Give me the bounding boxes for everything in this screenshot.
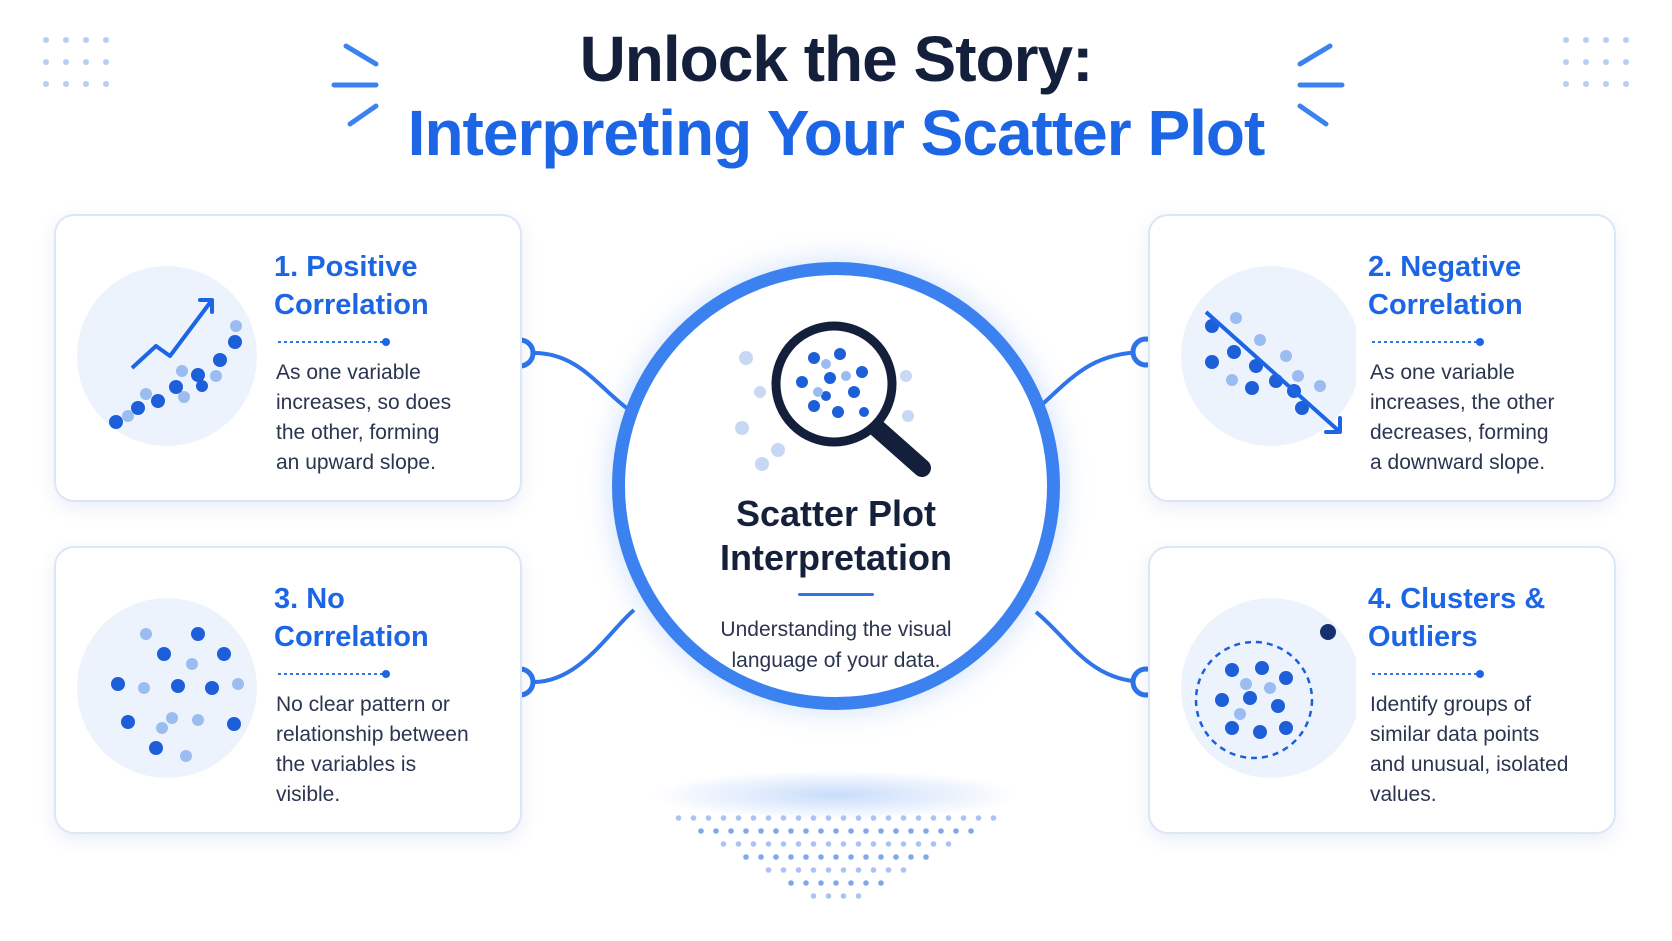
card-divider — [1372, 338, 1484, 346]
hub-divider — [798, 593, 874, 596]
card-description: As one variable increases, so does the o… — [276, 361, 452, 474]
card-clusters-outliers: 4. Clusters & Outliers Identify groups o… — [1148, 546, 1616, 834]
page-subtitle: Interpreting Your Scatter Plot — [407, 97, 1266, 169]
card-title-line2: Correlation — [274, 289, 429, 321]
card-title-line1: 1. Positive — [274, 251, 418, 283]
card-negative-correlation: 2. Negative Correlation As one variable … — [1148, 214, 1616, 502]
page-title: Unlock the Story: — [579, 23, 1094, 95]
card-description: Identify groups of similar data points a… — [1370, 693, 1569, 806]
clusters-outliers-icon — [1181, 598, 1356, 778]
card-title-line2: Correlation — [1368, 289, 1523, 321]
card-no-correlation: 3. No Correlation No clear pattern or re… — [54, 546, 522, 834]
dot-grid-decoration-right — [1563, 37, 1629, 87]
card-title-line2: Correlation — [274, 621, 429, 653]
card-divider — [1372, 670, 1484, 678]
magnifying-glass-scatter-icon — [735, 321, 931, 477]
card-description: As one variable increases, the other dec… — [1370, 361, 1555, 474]
hub-glow — [650, 770, 1022, 820]
dot-triangle-decoration — [675, 815, 997, 899]
positive-correlation-icon — [77, 266, 257, 446]
no-correlation-icon — [77, 598, 257, 778]
card-title-line1: 3. No — [274, 583, 345, 615]
hub-subtitle: Understanding the visual language of you… — [720, 618, 952, 672]
card-divider — [278, 338, 390, 346]
hub-title: Scatter Plot Interpretation — [719, 493, 952, 578]
sparkle-lines-left-icon — [331, 43, 379, 127]
card-positive-correlation: 1. Positive Correlation As one variable … — [54, 214, 522, 502]
card-title-line1: 2. Negative — [1368, 251, 1522, 283]
sparkle-lines-right-icon — [1297, 43, 1345, 127]
card-description: No clear pattern or relationship between… — [276, 693, 469, 806]
negative-correlation-icon — [1181, 266, 1356, 446]
card-title-line2: Outliers — [1368, 621, 1478, 653]
dot-grid-decoration-left — [43, 37, 109, 87]
card-title-line1: 4. Clusters & — [1368, 583, 1546, 615]
card-divider — [278, 670, 390, 678]
